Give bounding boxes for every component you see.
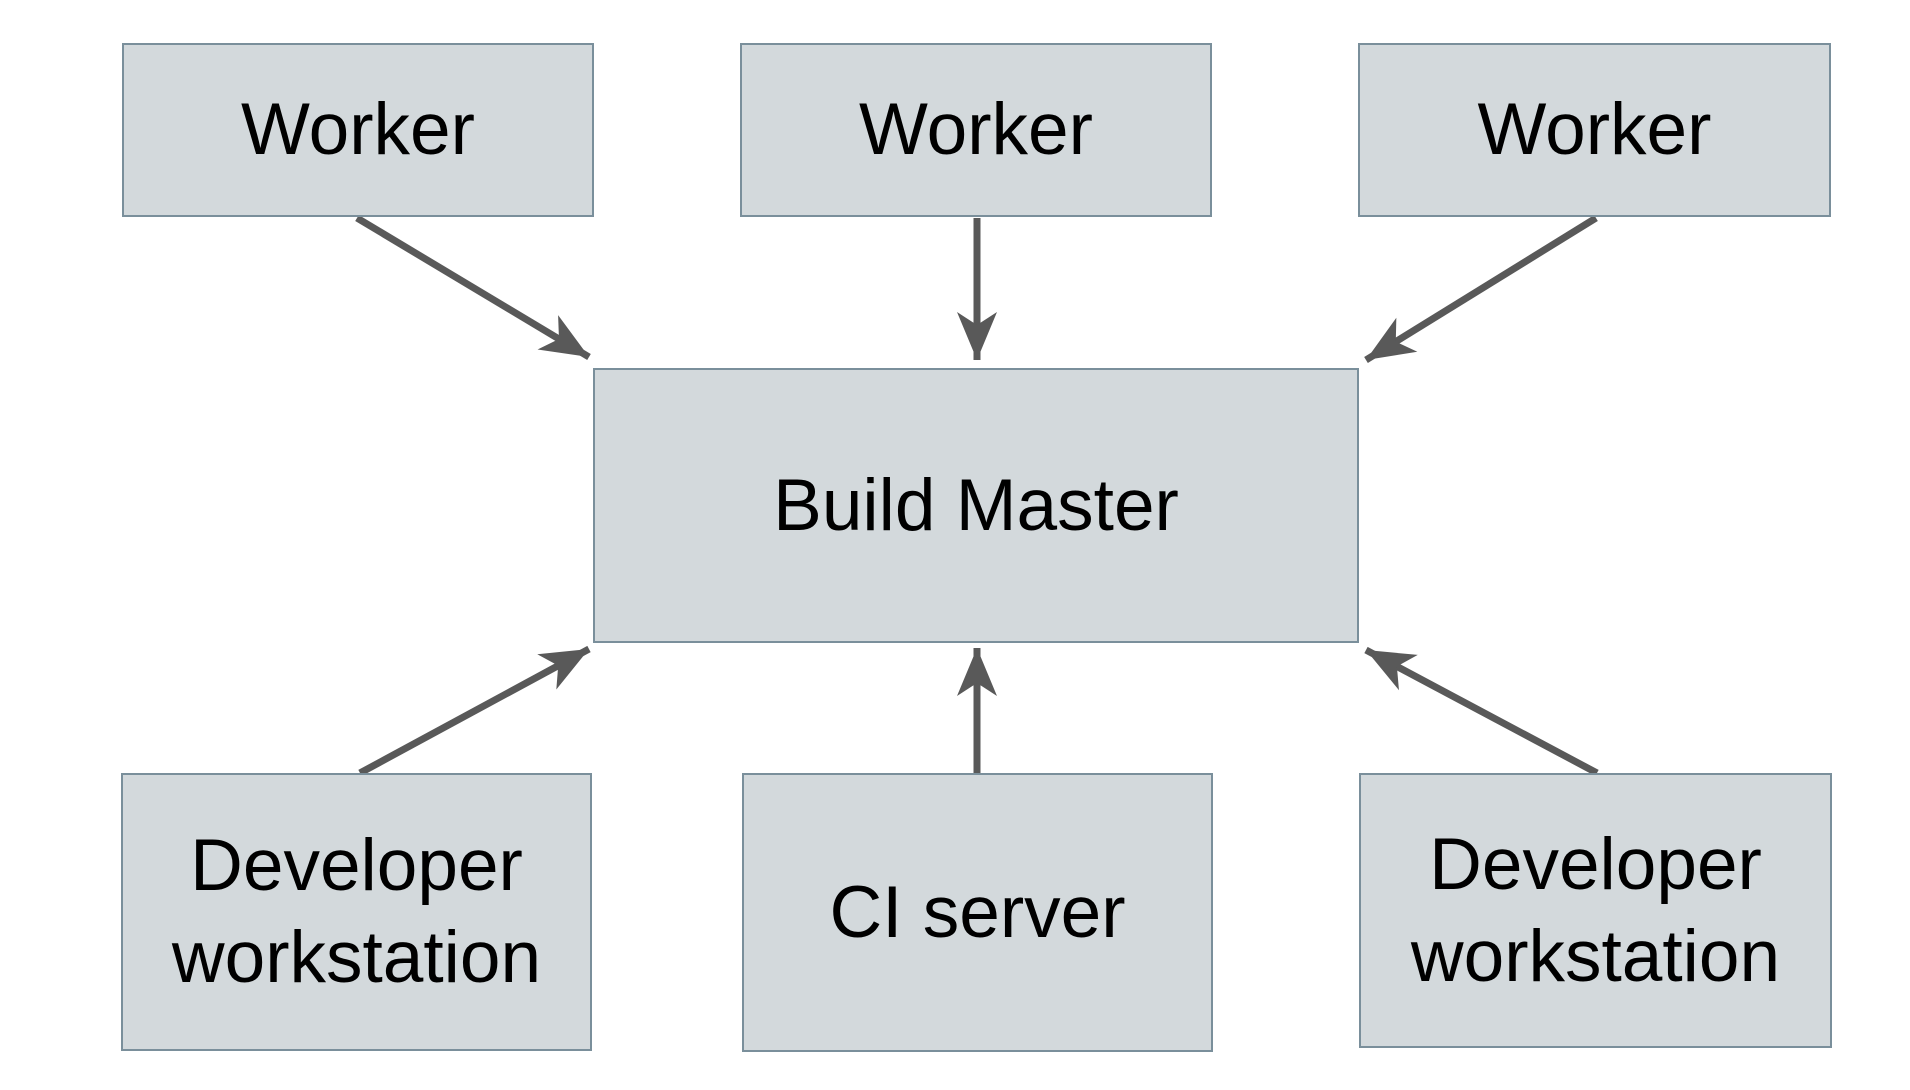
node-developer-workstation-left: Developer workstation [121,773,592,1051]
arrow-worker-left-to-build-master [355,214,591,361]
arrow-dev-ws-right-to-build-master [1364,646,1599,777]
arrow-dev-ws-left-to-build-master [358,645,591,777]
node-ci-server-label: CI server [829,871,1126,953]
node-developer-workstation-right: Developer workstation [1359,773,1832,1048]
node-worker-right-label: Worker [1477,89,1712,171]
node-worker-left: Worker [122,43,594,217]
node-worker-center-label: Worker [859,89,1093,171]
node-developer-workstation-right-label: Developer workstation [1410,823,1781,997]
node-ci-server: CI server [742,773,1213,1052]
arrow-worker-right-to-build-master [1364,215,1598,363]
node-worker-right: Worker [1358,43,1831,217]
node-build-master-label: Build Master [773,464,1179,546]
node-worker-left-label: Worker [241,89,475,171]
node-build-master: Build Master [593,368,1359,643]
node-worker-center: Worker [740,43,1212,217]
node-developer-workstation-left-label: Developer workstation [171,825,542,998]
